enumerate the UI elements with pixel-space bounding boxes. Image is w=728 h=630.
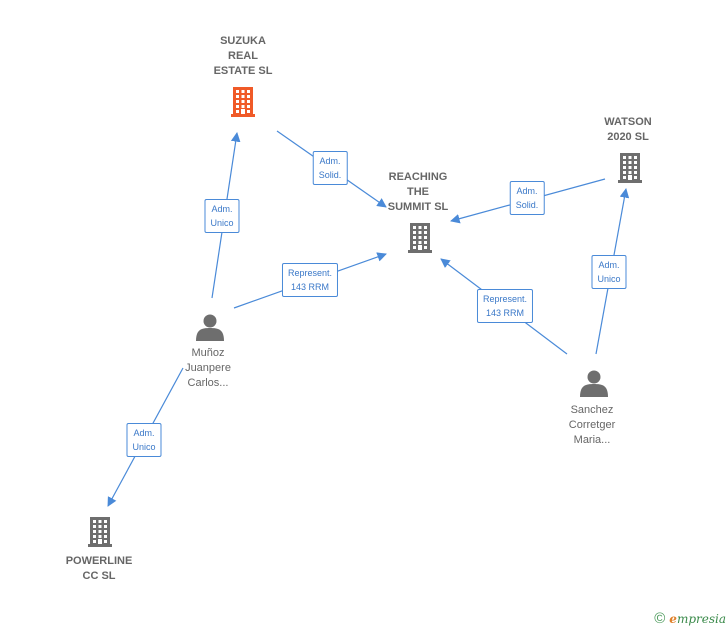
node-label-line: THE (407, 186, 429, 198)
edge-label-munoz-reaching[interactable]: Represent. 143 RRM (281, 263, 339, 297)
node-label-powerline[interactable]: POWERLINE CC SL (66, 554, 133, 584)
node-label-line: SUMMIT SL (387, 201, 449, 213)
node-label-line: Corretger (568, 419, 616, 431)
copyright-icon: © (654, 610, 666, 627)
node-label-line: Juanpere (185, 362, 231, 374)
edge-label-watson-reaching[interactable]: Adm. Solid. (509, 181, 545, 215)
node-label-line: POWERLINE (65, 555, 133, 567)
building-icon-suzuka[interactable] (231, 87, 255, 117)
edge-label-line: Adm. (319, 156, 341, 166)
building-icon-watson[interactable] (618, 153, 642, 183)
edge-label-line: Unico (597, 274, 621, 284)
edge-label-line: Adm. (133, 428, 155, 438)
node-label-line: WATSON (604, 116, 652, 128)
edge-label-sanchez-watson[interactable]: Adm. Unico (591, 255, 627, 289)
node-label-line: REAL (228, 50, 258, 62)
edge-label-line: Adm. (598, 260, 620, 270)
edge-label-line: Unico (132, 442, 156, 452)
node-label-watson[interactable]: WATSON 2020 SL (604, 115, 651, 145)
building-icon-reaching[interactable] (408, 223, 432, 253)
edge-label-line: Represent. (287, 268, 333, 278)
edge-layer (107, 130, 630, 507)
person-icon-munoz[interactable] (196, 314, 224, 342)
node-label-line: Maria... (573, 434, 611, 446)
node-label-line: ESTATE SL (213, 65, 273, 77)
node-label-line: Muñoz (191, 347, 225, 359)
footer-brand: ©empresia (654, 610, 726, 627)
edge-label-line: Represent. (482, 294, 528, 304)
node-label-reaching[interactable]: REACHING THE SUMMIT SL (388, 170, 449, 215)
node-label-line: CC SL (82, 570, 116, 582)
edge-label-line: 143 RRM (485, 308, 524, 318)
edge-label-line: 143 RRM (290, 282, 329, 292)
node-label-line: 2020 SL (607, 131, 649, 143)
edge-label-line: Solid. (515, 200, 539, 210)
icon-layer (88, 87, 642, 547)
node-label-suzuka[interactable]: SUZUKA REAL ESTATE SL (214, 34, 273, 79)
edge-label-line: Adm. (516, 186, 538, 196)
edge-label-line: Adm. (211, 204, 233, 214)
edge-label-line: Unico (210, 218, 234, 228)
edge-label-suzuka-reaching[interactable]: Adm. Solid. (312, 151, 348, 185)
node-label-line: REACHING (388, 171, 448, 183)
brand-name: mpresia (676, 612, 726, 626)
edge-label-munoz-suzuka[interactable]: Adm. Unico (204, 199, 240, 233)
building-icon-powerline[interactable] (88, 517, 112, 547)
node-label-line: SUZUKA (220, 35, 266, 47)
edge-label-munoz-powerline[interactable]: Adm. Unico (126, 423, 162, 457)
brand-initial: e (669, 612, 677, 626)
person-icon-sanchez[interactable] (580, 370, 608, 398)
node-label-line: Sanchez (570, 404, 614, 416)
edge-label-sanchez-reaching[interactable]: Represent. 143 RRM (476, 289, 534, 323)
node-label-line: Carlos... (187, 377, 229, 389)
edge-label-line: Solid. (318, 170, 342, 180)
